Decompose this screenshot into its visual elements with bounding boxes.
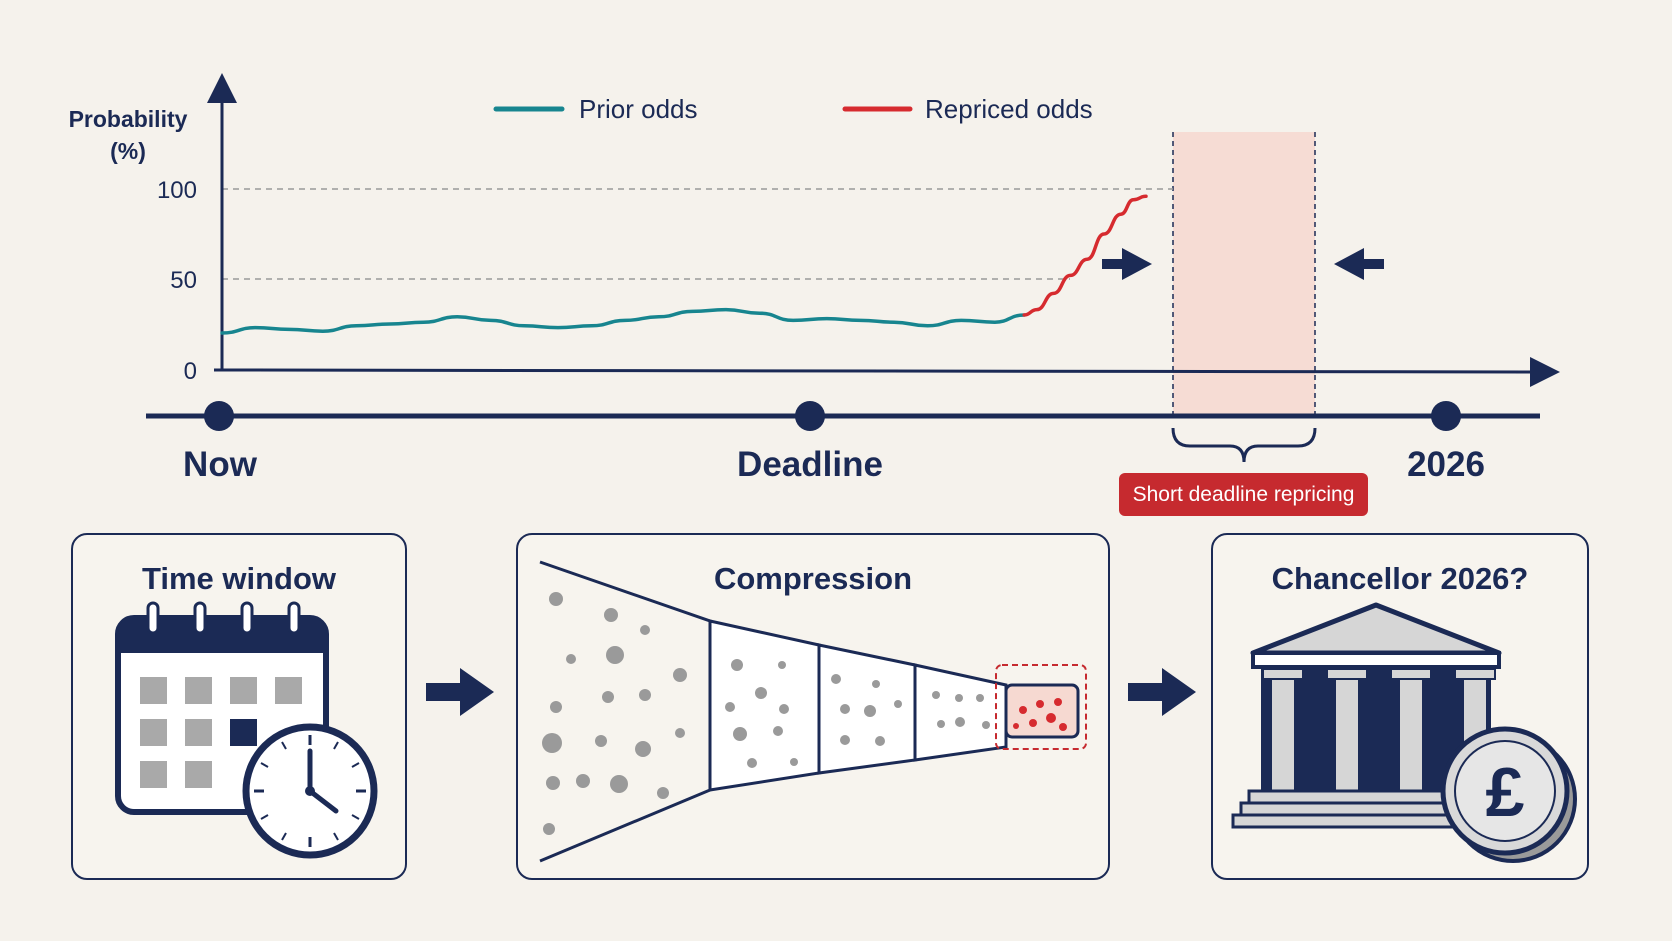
timeline-node-now bbox=[204, 401, 234, 431]
legend-label-repriced-odds: Repriced odds bbox=[925, 94, 1093, 124]
svg-text:£: £ bbox=[1486, 753, 1525, 831]
bank-building-icon: £ bbox=[1231, 602, 1577, 863]
repricing-window-brace bbox=[1171, 427, 1317, 463]
clock-icon bbox=[242, 723, 378, 859]
timeline-label-deadline: Deadline bbox=[737, 445, 883, 484]
timeline-label-now: Now bbox=[183, 445, 258, 484]
compression-title: Compression bbox=[713, 561, 913, 596]
y-tick-label-0: 0 bbox=[184, 358, 197, 385]
series-layer bbox=[220, 194, 1148, 335]
legend-label-prior-odds: Prior odds bbox=[579, 94, 698, 124]
arrow-left-icon bbox=[1334, 248, 1384, 280]
funnel-icon bbox=[539, 560, 1087, 863]
short-deadline-repricing-label: Short deadline repricing bbox=[1119, 473, 1368, 516]
chancellor-panel: Chancellor 2026? £ bbox=[1211, 533, 1589, 880]
time-window-panel: Time window bbox=[71, 533, 407, 880]
y-tick-label-100: 100 bbox=[157, 177, 197, 204]
arrow-right-icon bbox=[1102, 248, 1152, 280]
y-axis-title: Probability bbox=[69, 106, 188, 132]
time-window-title: Time window bbox=[141, 561, 337, 596]
calendar-clock-illustration bbox=[115, 601, 378, 859]
compression-panel: Compression bbox=[516, 533, 1110, 880]
y-tick-label-50: 50 bbox=[170, 267, 197, 294]
pound-coin-icon: £ bbox=[1440, 726, 1577, 863]
series-line-prior-odds bbox=[220, 307, 1026, 335]
step-arrow-2-icon bbox=[1128, 668, 1196, 716]
timeline-node-deadline bbox=[795, 401, 825, 431]
timeline-node-2026 bbox=[1431, 401, 1461, 431]
chancellor-title: Chancellor 2026? bbox=[1271, 561, 1529, 596]
step-arrow-1-icon bbox=[426, 668, 494, 716]
y-axis-title-unit: (%) bbox=[110, 138, 146, 164]
repricing-window-highlight bbox=[1173, 132, 1315, 418]
calendar-icon bbox=[115, 601, 329, 815]
x-axis bbox=[213, 356, 1560, 387]
timeline-label-2026: 2026 bbox=[1407, 445, 1485, 484]
